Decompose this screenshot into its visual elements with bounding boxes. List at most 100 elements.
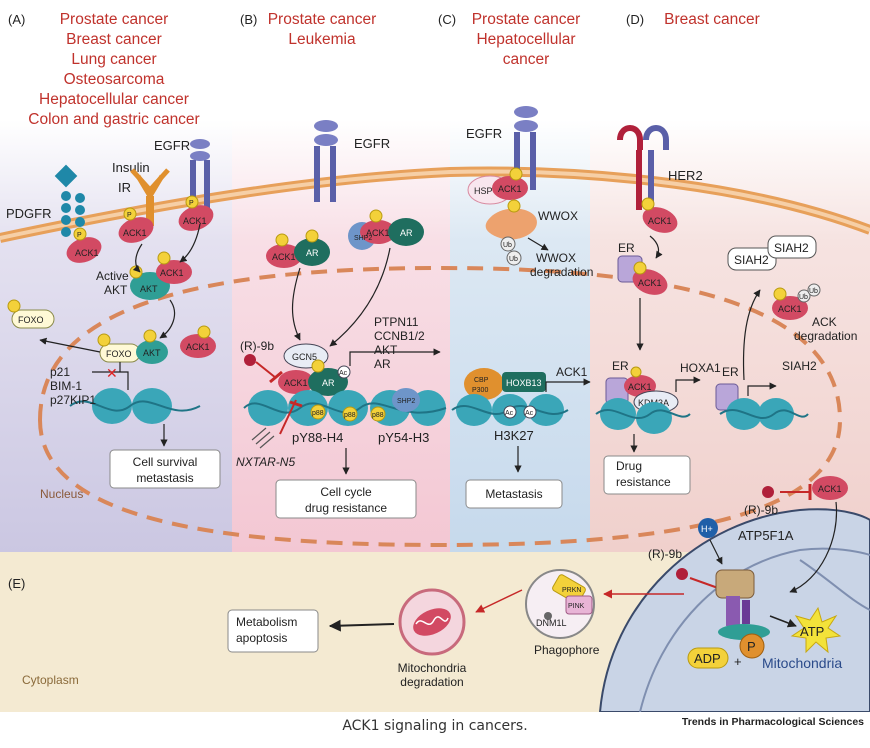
- arrow: [159, 299, 175, 339]
- target-a: p27KIP1: [50, 393, 96, 407]
- arrow: [527, 237, 549, 251]
- arrow: [675, 376, 701, 392]
- p88-marks: p88 p88 p88: [310, 404, 386, 422]
- ack1-protein: ACK1 P: [66, 227, 102, 263]
- target-b: AKT: [374, 343, 398, 357]
- svg-text:CBP: CBP: [474, 377, 489, 384]
- nxtar-inhibitor: [251, 399, 303, 449]
- arrow: [769, 615, 797, 628]
- mitochondria-label: Mitochondria: [762, 655, 842, 671]
- ir-label: IR: [118, 180, 131, 195]
- py54-label: pY54-H3: [378, 430, 429, 445]
- active-label: Active: [96, 269, 129, 283]
- svg-text:AKT: AKT: [143, 348, 161, 358]
- er-siah2-locus: [715, 383, 809, 430]
- r9b-inhibitor-b: [244, 354, 283, 384]
- svg-text:ATP: ATP: [800, 624, 824, 639]
- outcome-b: drug resistance: [305, 501, 387, 515]
- outcome-box-e: [227, 609, 319, 653]
- svg-text:p88: p88: [372, 412, 384, 419]
- svg-text:GCN5: GCN5: [292, 352, 317, 362]
- outcome-d: Drug: [616, 459, 642, 473]
- target-b: PTPN11: [374, 315, 419, 329]
- her2-receptor: [617, 125, 669, 210]
- er-label: ER: [722, 365, 739, 379]
- panel-c-cancer: Prostate cancer: [472, 11, 581, 28]
- svg-text:ACK1: ACK1: [183, 216, 207, 226]
- target-b: CCNB1/2: [374, 329, 425, 343]
- wwox-protein: [485, 199, 537, 240]
- svg-text:Ac: Ac: [505, 410, 514, 417]
- panel-c-cancer: Hepatocellular: [476, 31, 575, 48]
- figure-caption: ACK1 signaling in cancers.: [342, 718, 528, 734]
- svg-text:ACK1: ACK1: [638, 278, 662, 288]
- h3k27-label: H3K27: [494, 428, 534, 443]
- outcome-c: Metastasis: [485, 487, 542, 501]
- arrow: [329, 247, 391, 347]
- foxo-akt-complex: FOXO AKT: [97, 329, 168, 364]
- ack1-ub-degradation: ACK1 Ub Ub: [772, 283, 821, 320]
- svg-text:Ub: Ub: [799, 294, 808, 301]
- svg-text:ACK1: ACK1: [366, 228, 390, 238]
- svg-text:AR: AR: [400, 228, 413, 238]
- arrow: [747, 382, 777, 396]
- svg-text:ADP: ADP: [694, 651, 721, 666]
- svg-text:SIAH2: SIAH2: [774, 241, 809, 255]
- outcome-d: resistance: [616, 475, 671, 489]
- arrow: [39, 337, 101, 353]
- panel-a-cancer: Breast cancer: [66, 31, 162, 48]
- akt-label: AKT: [104, 283, 128, 297]
- svg-text:HSP: HSP: [474, 186, 493, 196]
- panel-a-cancer: Osteosarcoma: [64, 71, 165, 88]
- svg-text:AR: AR: [306, 248, 319, 258]
- svg-text:PINK: PINK: [568, 603, 585, 610]
- svg-text:Ub: Ub: [809, 288, 818, 295]
- svg-text:P: P: [77, 232, 82, 239]
- svg-text:ACK1: ACK1: [284, 378, 308, 388]
- dna-nucleosome: Ac Ac: [451, 394, 569, 426]
- panel-a-cancer: Colon and gastric cancer: [28, 111, 199, 128]
- panel-a-cancer: Hepatocellular cancer: [39, 91, 189, 108]
- dnm1l-label: DNM1L: [536, 618, 567, 628]
- phagophore: PRKN PINK: [525, 569, 595, 639]
- arrow: [789, 501, 838, 593]
- egfr-label-c: EGFR: [466, 126, 502, 141]
- r9b-inhibitor-e: [603, 568, 719, 599]
- ack1-ar-complex: ACK1 AR: [266, 229, 330, 268]
- ack-degradation-label: degradation: [794, 329, 857, 343]
- er-label: ER: [612, 359, 629, 373]
- svg-text:SIAH2: SIAH2: [734, 253, 769, 267]
- atp-burst: ATP: [790, 606, 842, 654]
- svg-text:Ac: Ac: [339, 370, 348, 377]
- outcome-a: metastasis: [136, 471, 193, 485]
- repression-line: [92, 371, 129, 390]
- svg-text:ACK1: ACK1: [778, 304, 802, 314]
- svg-text:P: P: [747, 639, 756, 654]
- dna-nucleosome: [595, 398, 691, 434]
- outcome-box-c: [465, 479, 563, 509]
- svg-text:HOXB13: HOXB13: [506, 378, 542, 388]
- cbp-hoxb13-complex: CBP P300 HOXB13: [464, 368, 546, 400]
- ubiquitin-chain: Ub Ub: [500, 236, 522, 266]
- svg-text:Ub: Ub: [509, 256, 518, 263]
- egfr-label-a: EGFR: [154, 138, 190, 153]
- arrow: [132, 243, 143, 273]
- svg-text:ACK1: ACK1: [628, 382, 652, 392]
- red-arrow: [475, 589, 523, 613]
- egfr-receptor-a: [190, 139, 210, 220]
- egfr-receptor-b: [314, 120, 338, 202]
- wwox-label: WWOX: [538, 209, 578, 223]
- egfr-receptor-c: [514, 106, 538, 190]
- svg-text:ACK1: ACK1: [272, 252, 296, 262]
- target-b: AR: [374, 357, 391, 371]
- hoxa1-label: HOXA1: [680, 361, 721, 375]
- panel-c-label: (C): [438, 12, 456, 27]
- panel-b-label: (B): [240, 12, 257, 27]
- mito-deg-label: Mitochondria: [398, 661, 467, 675]
- nucleus-label: Nucleus: [40, 487, 83, 501]
- mito-deg-label: degradation: [400, 675, 463, 689]
- panel-d-cancer: Breast cancer: [664, 11, 760, 28]
- arrow: [545, 378, 591, 392]
- foxo-protein: FOXO: [7, 299, 55, 329]
- ack1-protein: ACK1: [180, 325, 216, 358]
